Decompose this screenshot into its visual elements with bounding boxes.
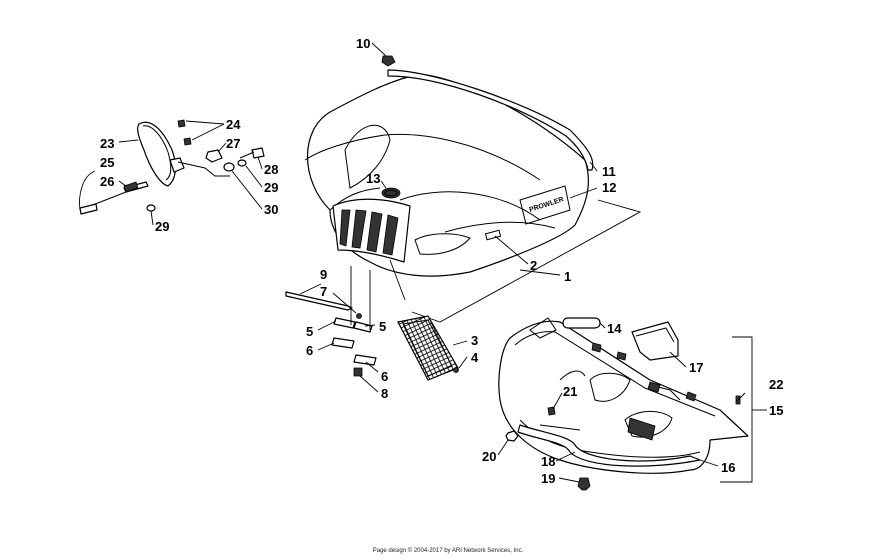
headlight-assembly [79, 119, 265, 215]
callout-labels: 10 11 12 13 2 1 3 4 9 7 5 5 6 6 8 14 17 … [100, 36, 783, 486]
callout-22: 22 [769, 377, 783, 392]
callout-27: 27 [226, 136, 240, 151]
bracket-6-left [331, 337, 355, 349]
hood-grille [332, 198, 411, 263]
callout-13: 13 [366, 171, 380, 186]
callout-12: 12 [602, 180, 616, 195]
callout-6-right: 6 [381, 369, 388, 384]
washer-29-left [146, 204, 156, 212]
callout-6-left: 6 [306, 343, 313, 358]
hood-seal-strip [387, 69, 594, 171]
tray-assembly-bracket [720, 336, 753, 483]
callout-28: 28 [264, 162, 278, 177]
copyright-footer: Page design © 2004-2017 by ARI Network S… [372, 548, 524, 554]
callout-5-right: 5 [379, 319, 386, 334]
callout-11: 11 [602, 164, 616, 179]
screw-24b [183, 137, 192, 146]
bracket-5-left [333, 317, 356, 329]
washer-29-right [237, 159, 247, 167]
callout-29-right: 29 [264, 180, 278, 195]
nut-8 [353, 367, 363, 377]
callout-8: 8 [381, 386, 388, 401]
storage-tray [498, 317, 749, 474]
callout-30: 30 [264, 202, 278, 217]
screw-4 [453, 367, 459, 373]
bracket-6-right [353, 354, 377, 366]
callout-18: 18 [541, 454, 555, 469]
screw-24a [177, 119, 186, 128]
callout-4: 4 [471, 350, 479, 365]
callout-14: 14 [607, 321, 622, 336]
callout-7: 7 [320, 284, 327, 299]
callout-9: 9 [320, 267, 327, 282]
mesh-screen [397, 315, 459, 381]
clip-10 [381, 55, 396, 67]
bracket-5-right [353, 321, 373, 333]
nut-27 [205, 149, 223, 163]
callout-10: 10 [356, 36, 370, 51]
callout-20: 20 [482, 449, 496, 464]
callout-15: 15 [769, 403, 783, 418]
nut-7 [356, 313, 362, 319]
callout-2: 2 [530, 258, 537, 273]
callout-5-left: 5 [306, 324, 313, 339]
callout-25: 25 [100, 155, 114, 170]
washer-30 [223, 162, 235, 172]
leader-lines [118, 42, 767, 483]
callout-29-left: 29 [155, 219, 169, 234]
callout-19: 19 [541, 471, 555, 486]
callout-24: 24 [226, 117, 241, 132]
bumper-14 [562, 317, 601, 329]
latch-17 [631, 321, 679, 361]
callout-26: 26 [100, 174, 114, 189]
nut-20 [505, 430, 519, 442]
callout-3: 3 [471, 333, 478, 348]
callout-23: 23 [100, 136, 114, 151]
push-rivet-19 [577, 477, 591, 491]
callout-21: 21 [563, 384, 577, 399]
callout-16: 16 [721, 460, 735, 475]
bolt-28 [251, 147, 265, 159]
callout-1: 1 [564, 269, 571, 284]
rod-9 [285, 291, 353, 311]
callout-17: 17 [689, 360, 703, 375]
